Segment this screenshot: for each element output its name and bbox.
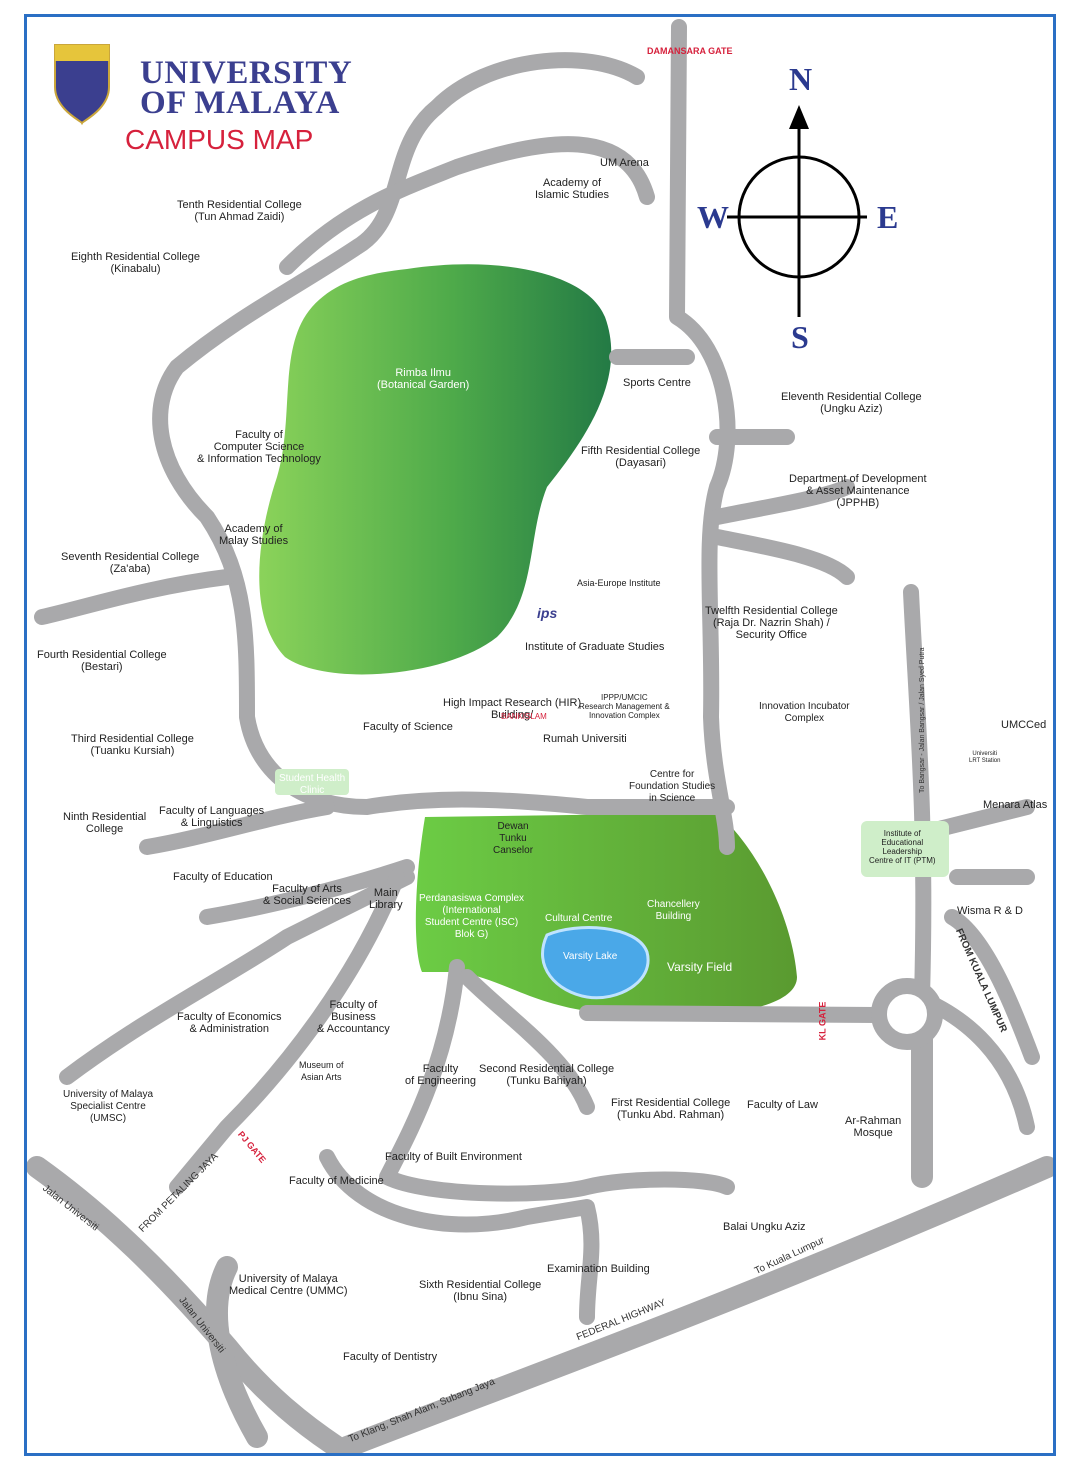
botanical-garden-area bbox=[259, 264, 612, 675]
sports-centre-label[interactable]: Sports Centre bbox=[623, 377, 691, 389]
road-east-vertical bbox=[903, 584, 932, 1005]
arts-label[interactable]: Faculty of Arts & Social Sciences bbox=[263, 883, 352, 907]
varsity-lake bbox=[541, 926, 650, 1000]
varsity-lake-label: Varsity Lake bbox=[563, 951, 618, 962]
road-south-loop bbox=[319, 1149, 600, 1325]
asia-europe-label[interactable]: Asia-Europe Institute bbox=[577, 578, 661, 588]
science-label[interactable]: Faculty of Science bbox=[363, 721, 453, 733]
road-kl-diag bbox=[944, 909, 1040, 1065]
compass-w: W bbox=[697, 199, 729, 235]
compass-s: S bbox=[791, 319, 809, 355]
wisma-label[interactable]: Wisma R & D bbox=[957, 905, 1023, 917]
engineering-label[interactable]: Faculty of Engineering bbox=[405, 1063, 476, 1087]
road-federal-highway bbox=[336, 1156, 1053, 1453]
road-south-west bbox=[59, 869, 415, 1085]
ippp-label[interactable]: IPPP/UMCIC Research Management & Innovat… bbox=[579, 693, 670, 720]
innovation-incubator-label[interactable]: Innovation Incubator Complex bbox=[759, 701, 850, 724]
road-east-twelfth bbox=[709, 529, 855, 585]
road-dept bbox=[709, 479, 855, 525]
road-left-branch bbox=[34, 569, 235, 625]
exam-building-label[interactable]: Examination Building bbox=[547, 1263, 650, 1275]
law-label[interactable]: Faculty of Law bbox=[747, 1099, 818, 1111]
road-medicine bbox=[379, 959, 735, 1202]
road-jalan-univ-lower bbox=[206, 1256, 268, 1448]
menara-atlas-label[interactable]: Menara Atlas bbox=[983, 799, 1048, 811]
chancellery-label[interactable]: Chancellery Building bbox=[647, 899, 700, 922]
mosque-label[interactable]: Ar-Rahman Mosque bbox=[845, 1115, 902, 1139]
foundation-label[interactable]: Centre for Foundation Studies in Science bbox=[629, 769, 716, 804]
twelfth-college-label[interactable]: Twelfth Residential College (Raja Dr. Na… bbox=[705, 605, 838, 641]
education-label[interactable]: Faculty of Education bbox=[173, 871, 273, 883]
hir-label[interactable]: High Impact Research (HIR) Building/ bbox=[443, 697, 582, 721]
compass-north-arrow bbox=[789, 105, 809, 129]
graduate-studies-label[interactable]: Institute of Graduate Studies bbox=[525, 641, 665, 653]
dentistry-label[interactable]: Faculty of Dentistry bbox=[343, 1351, 438, 1363]
roundabout bbox=[871, 978, 943, 1050]
compass-rose bbox=[727, 117, 867, 317]
medicine-label[interactable]: Faculty of Medicine bbox=[289, 1175, 384, 1187]
perdanasiswa-label[interactable]: Perdanasiswa Complex (International Stud… bbox=[419, 893, 525, 940]
road-kl-gate bbox=[579, 1005, 885, 1023]
bank-islam-logo: BANKISLAM bbox=[501, 712, 547, 721]
ninth-college-label[interactable]: Ninth Residential College bbox=[63, 811, 147, 835]
sixth-college-label[interactable]: Sixth Residential College (Ibnu Sina) bbox=[419, 1279, 542, 1303]
road-main-loop bbox=[669, 19, 736, 855]
main-library-label[interactable]: Main Library bbox=[369, 887, 403, 911]
title-line1: UNIVERSITY bbox=[140, 55, 353, 91]
student-health-box bbox=[275, 769, 349, 795]
lrt-station-label[interactable]: Universiti LRT Station bbox=[969, 751, 1001, 764]
title-line2: OF MALAYA bbox=[140, 85, 340, 121]
languages-label[interactable]: Faculty of Languages & Linguistics bbox=[159, 805, 265, 829]
cultural-label[interactable]: Cultural Centre bbox=[545, 913, 613, 924]
map-subtitle: CAMPUS MAP bbox=[125, 124, 314, 155]
university-crest bbox=[54, 44, 110, 126]
jppha-label[interactable]: Department of Development & Asset Mainte… bbox=[789, 473, 927, 509]
tenth-college-label[interactable]: Tenth Residential College (Tun Ahmad Zai… bbox=[177, 199, 302, 223]
campus-map: UNIVERSITY OF MALAYA CAMPUS MAP N S E W … bbox=[24, 14, 1056, 1456]
first-college-label[interactable]: First Residential College (Tunku Abd. Ra… bbox=[611, 1097, 731, 1121]
academy-islamic-label[interactable]: Academy of Islamic Studies bbox=[535, 177, 609, 201]
road-rimba-upper bbox=[279, 136, 655, 275]
um-arena-label[interactable]: UM Arena bbox=[600, 157, 649, 169]
road-engineering bbox=[459, 969, 595, 1115]
fcsit-label[interactable]: Faculty of Computer Science & Informatio… bbox=[197, 429, 321, 465]
varsity-field-label: Varsity Field bbox=[667, 960, 733, 974]
academy-malay-label[interactable]: Academy of Malay Studies bbox=[219, 523, 289, 547]
seventh-college-label[interactable]: Seventh Residential College (Za'aba) bbox=[61, 551, 200, 575]
second-college-label[interactable]: Second Residential College (Tunku Bahiya… bbox=[479, 1063, 615, 1087]
iel-box bbox=[861, 821, 949, 877]
museum-label[interactable]: Museum of Asian Arts bbox=[299, 1060, 344, 1082]
built-env-label[interactable]: Faculty of Built Environment bbox=[385, 1151, 522, 1163]
eighth-college-label[interactable]: Eighth Residential College (Kinabalu) bbox=[71, 251, 201, 275]
compass-e: E bbox=[877, 199, 899, 235]
third-college-label[interactable]: Third Residential College (Tuanku Kursia… bbox=[71, 733, 194, 757]
road-network bbox=[34, 19, 1040, 1325]
fourth-college-label[interactable]: Fourth Residential College (Bestari) bbox=[37, 649, 167, 673]
road-diagonal bbox=[169, 869, 405, 1195]
varsity-field-area bbox=[415, 813, 797, 1016]
student-health-label[interactable]: Student Health Clinic bbox=[279, 773, 346, 796]
to-bangsar-label: To Bangsar - Jalan Bangsar / Jalan Syed … bbox=[919, 647, 926, 793]
eleventh-college-label[interactable]: Eleventh Residential College (Ungku Aziz… bbox=[781, 391, 922, 415]
umsc-label[interactable]: University of Malaya Specialist Centre (… bbox=[63, 1089, 154, 1124]
business-label[interactable]: Faculty of Business & Accountancy bbox=[317, 999, 390, 1035]
ummc-label[interactable]: University of Malaya Medical Centre (UMM… bbox=[229, 1273, 348, 1297]
fifth-college-label[interactable]: Fifth Residential College (Dayasari) bbox=[581, 445, 701, 469]
iel-label[interactable]: Institute of Educational Leadership Cent… bbox=[869, 829, 936, 865]
botanical-garden-label: Rimba Ilmu (Botanical Garden) bbox=[377, 367, 470, 391]
economics-label[interactable]: Faculty of Economics & Administration bbox=[177, 1011, 282, 1035]
road-ninth bbox=[139, 799, 335, 855]
umcced-label[interactable]: UMCCed bbox=[1001, 719, 1047, 731]
balai-label[interactable]: Balai Ungku Aziz bbox=[723, 1221, 806, 1233]
road-west-loop bbox=[152, 52, 735, 815]
map-drawing bbox=[27, 19, 1053, 1453]
damansara-gate-label[interactable]: DAMANSARA GATE bbox=[647, 46, 733, 56]
road-education bbox=[199, 859, 415, 925]
dewan-label[interactable]: Dewan Tunku Canselor bbox=[493, 821, 534, 856]
rumah-universiti-label[interactable]: Rumah Universiti bbox=[543, 733, 627, 745]
ips-logo: ips bbox=[537, 605, 558, 621]
compass-n: N bbox=[789, 61, 813, 97]
kl-gate-label[interactable]: KL GATE bbox=[817, 1001, 828, 1041]
